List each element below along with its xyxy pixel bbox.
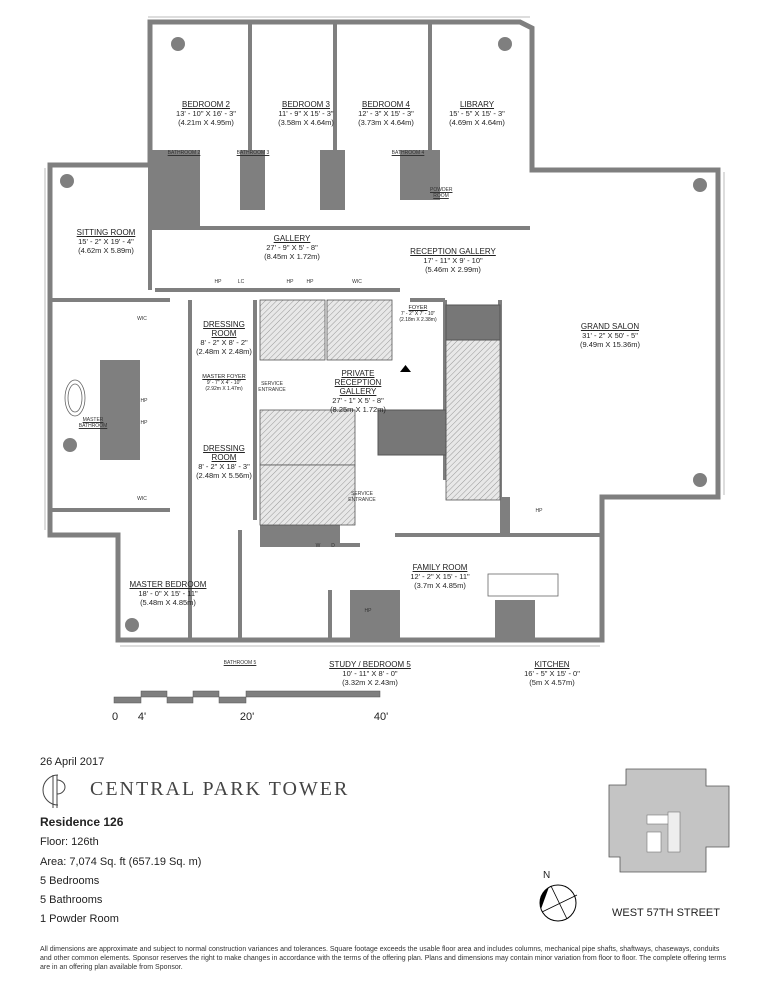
logo-monogram: [42, 774, 66, 808]
scale-label-0: 0: [111, 711, 119, 723]
compass-north-icon: [539, 884, 578, 922]
label-hp: HP: [140, 420, 148, 426]
label-hp: HP: [306, 279, 314, 285]
label-hp: HP: [535, 508, 543, 514]
label-master-bathroom: MASTER BATHROOM: [78, 417, 108, 429]
label-wic: WIC: [137, 316, 147, 322]
label-bathroom-4: BATHROOM 4: [391, 150, 425, 156]
label-dryer: D: [331, 543, 335, 549]
exterior-walls: [47, 19, 721, 643]
label-washer: W: [315, 543, 321, 549]
residence-title: Residence 126: [40, 815, 124, 829]
elevator-cores: [259, 299, 501, 526]
label-hp: HP: [364, 608, 372, 614]
bedrooms-info: 5 Bedrooms: [40, 875, 100, 887]
label-wic: WIC: [352, 279, 362, 285]
scale-label-20: 20': [239, 711, 255, 723]
window-lines: [44, 16, 725, 647]
shafts: [100, 150, 535, 640]
label-powder-room: POWDER ROOM: [430, 187, 453, 199]
scale-label-40: 40': [373, 711, 389, 723]
label-bathroom-3: BATHROOM 3: [236, 150, 270, 156]
label-service-entrance: SERVICE ENTRANCE: [348, 491, 376, 503]
label-hp: HP: [286, 279, 294, 285]
label-bathroom-5: BATHROOM 5: [223, 660, 257, 666]
entrance-arrow-icon: [400, 365, 411, 372]
columns: [60, 37, 707, 632]
floor-info: Floor: 126th: [40, 836, 99, 848]
north-label: N: [543, 870, 551, 881]
scale-label-4: 4': [137, 711, 147, 723]
brand-name: CENTRAL PARK TOWER: [90, 778, 350, 800]
bathtub-icon: [64, 379, 86, 417]
area-info: Area: 7,074 Sq. ft (657.19 Sq. m): [40, 856, 202, 868]
scale-bar: [113, 690, 381, 704]
label-hp: HP: [214, 279, 222, 285]
disclaimer: All dimensions are approximate and subje…: [40, 946, 726, 971]
label-lc: LC: [237, 279, 245, 285]
kitchen-island: [487, 573, 559, 597]
bathrooms-info: 5 Bathrooms: [40, 894, 103, 906]
label-service-entrance: SERVICE ENTRANCE: [258, 381, 286, 393]
powder-room-info: 1 Powder Room: [40, 913, 119, 925]
stair-core-dark: [377, 409, 447, 456]
label-bathroom-2: BATHROOM 2: [167, 150, 201, 156]
street-label: WEST 57TH STREET: [612, 907, 720, 919]
label-wic: WIC: [137, 496, 147, 502]
stair-core-dark: [445, 304, 501, 341]
label-hp: HP: [140, 398, 148, 404]
keyplan: [608, 768, 730, 873]
plan-date: 26 April 2017: [40, 756, 105, 768]
